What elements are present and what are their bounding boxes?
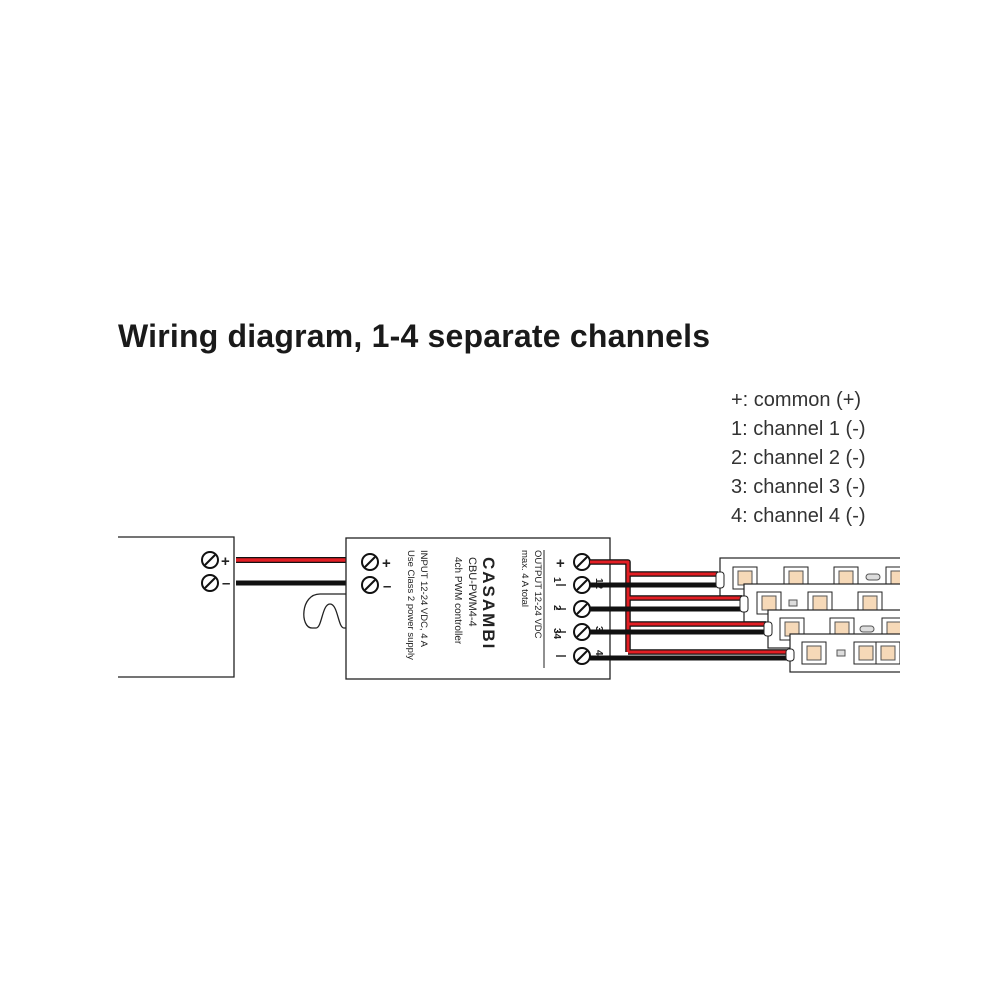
input-minus-screw-icon: [361, 576, 379, 594]
led-strip-4: [789, 633, 900, 673]
psu-plus-screw-icon: [201, 551, 219, 569]
output-spec-line-2: max. 4 A total: [519, 550, 530, 607]
input-spec-line-1: INPUT 12-24 VDC, 4 A: [418, 550, 429, 648]
legend-item-channel-3: 3: channel 3 (-): [731, 476, 866, 498]
psu-plus-label: +: [221, 553, 230, 570]
diagram-title: Wiring diagram, 1-4 separate channels: [118, 318, 711, 354]
output-4-screw-icon: [573, 647, 591, 665]
output-wires: [590, 559, 792, 661]
output-1-screw-icon: [573, 576, 591, 594]
mounting-clip: [303, 593, 346, 629]
supply-wires: [236, 557, 346, 586]
strip-connectors: [715, 571, 795, 662]
output-3-screw-icon: [573, 623, 591, 641]
output-label-2: 2: [551, 605, 562, 611]
input-plus-screw-icon: [361, 553, 379, 571]
legend-item-common: +: common (+): [731, 389, 862, 411]
power-supply: + –: [118, 536, 235, 678]
model-name: CBU-PWM4-4: [466, 557, 478, 627]
psu-minus-label: –: [222, 575, 230, 592]
led-strips: [719, 557, 900, 673]
legend-item-channel-1: 1: channel 1 (-): [731, 418, 866, 440]
psu-minus-screw-icon: [201, 574, 219, 592]
output-label-1: 1: [551, 577, 562, 583]
legend-item-channel-2: 2: channel 2 (-): [731, 447, 866, 469]
casambi-controller: + – INPUT 12-24 VDC, 4 A Use Class 2 pow…: [345, 537, 611, 680]
output-label-3: 3: [593, 626, 604, 632]
input-plus-label: +: [382, 555, 391, 572]
input-minus-label: –: [383, 578, 391, 595]
model-description: 4ch PWM controller: [452, 557, 463, 645]
output-label-4: 4: [593, 650, 604, 656]
output-plus-label: +: [556, 555, 565, 572]
input-spec-line-2: Use Class 2 power supply: [405, 550, 416, 660]
common-positive-bus: [590, 559, 788, 655]
output-plus-screw-icon: [573, 553, 591, 571]
terminal-legend: +: common (+) 1: channel 1 (-) 2: channe…: [731, 386, 866, 531]
output-2-screw-icon: [573, 600, 591, 618]
output-label-34: 34: [551, 628, 562, 640]
brand-logo: CASAMBI: [479, 557, 498, 650]
legend-item-channel-4: 4: channel 4 (-): [731, 505, 866, 527]
output-spec-line-1: OUTPUT 12-24 VDC: [532, 550, 543, 639]
